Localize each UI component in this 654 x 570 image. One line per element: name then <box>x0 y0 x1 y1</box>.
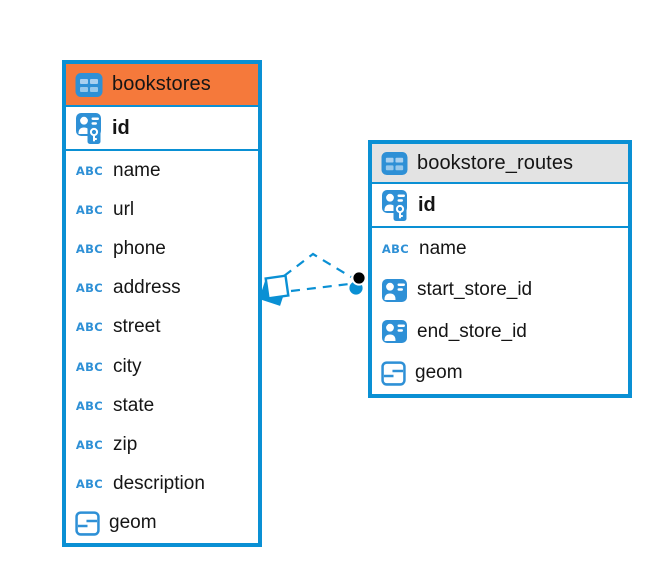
relationship-target-marker[interactable] <box>349 270 367 295</box>
text-abc-icon: ABC <box>75 163 104 178</box>
text-abc-icon: ABC <box>75 438 104 453</box>
column-row[interactable]: start_store_id <box>372 270 628 312</box>
relationship-edge-start-store-id[interactable] <box>283 252 352 278</box>
column-row[interactable]: ABC name <box>66 151 258 190</box>
person-key-icon <box>75 112 103 145</box>
text-abc-icon: ABC <box>75 359 104 374</box>
table-bookstore-routes[interactable]: bookstore_routes id ABC name <box>368 140 632 398</box>
column-row[interactable]: ABC state <box>66 386 258 425</box>
column-row[interactable]: end_store_id <box>372 311 628 353</box>
column-row[interactable]: ABC phone <box>66 229 258 268</box>
column-name: name <box>419 237 467 259</box>
geometry-icon <box>75 511 100 536</box>
column-list: ABC name start_store_id <box>372 228 628 394</box>
text-abc-icon: ABC <box>75 202 104 217</box>
relationship-source-marker[interactable] <box>259 274 290 306</box>
column-name: geom <box>415 362 463 384</box>
text-abc-icon: ABC <box>75 242 104 256</box>
relationship-edge-end-store-id[interactable] <box>290 282 350 293</box>
column-name: geom <box>109 512 157 534</box>
column-name: street <box>113 316 161 338</box>
table-title: bookstores <box>112 73 211 95</box>
column-name: state <box>113 394 155 416</box>
primary-key-name: id <box>112 116 130 139</box>
text-abc-icon: ABC <box>75 281 104 296</box>
geometry-icon <box>381 361 406 386</box>
column-name: end_store_id <box>417 320 527 342</box>
column-row[interactable]: ABC city <box>66 347 258 386</box>
column-row[interactable]: geom <box>372 353 628 395</box>
table-header-bookstores[interactable]: bookstores <box>66 64 258 107</box>
column-name: url <box>113 198 135 220</box>
column-row[interactable]: geom <box>66 504 258 543</box>
column-name: name <box>113 159 161 181</box>
text-abc-icon: ABC <box>75 320 104 335</box>
primary-key-row[interactable]: id <box>66 107 258 151</box>
column-row[interactable]: ABC zip <box>66 425 258 464</box>
table-icon <box>75 72 103 98</box>
table-header-bookstore-routes[interactable]: bookstore_routes <box>372 144 628 184</box>
column-list: ABC name ABC url ABC phone ABC address A… <box>66 151 258 543</box>
text-abc-icon: ABC <box>75 477 104 492</box>
table-bookstores[interactable]: bookstores id ABC name ABC url <box>62 60 262 547</box>
person-ref-icon <box>381 278 408 303</box>
column-name: description <box>113 473 205 495</box>
column-name: address <box>113 277 181 299</box>
table-icon <box>381 151 408 176</box>
person-ref-icon <box>381 319 408 344</box>
table-title: bookstore_routes <box>417 151 574 174</box>
column-row[interactable]: ABC url <box>66 190 258 229</box>
column-name: city <box>113 355 142 377</box>
column-row[interactable]: ABC name <box>372 228 628 270</box>
primary-key-name: id <box>418 193 436 216</box>
column-name: start_store_id <box>417 279 533 301</box>
text-abc-icon: ABC <box>75 398 104 413</box>
person-key-icon <box>381 189 409 222</box>
primary-key-row[interactable]: id <box>372 184 628 228</box>
column-name: phone <box>113 238 166 259</box>
column-row[interactable]: ABC description <box>66 465 258 504</box>
column-row[interactable]: ABC address <box>66 269 258 308</box>
text-abc-icon: ABC <box>381 241 410 256</box>
column-name: zip <box>113 434 138 456</box>
column-row[interactable]: ABC street <box>66 308 258 347</box>
